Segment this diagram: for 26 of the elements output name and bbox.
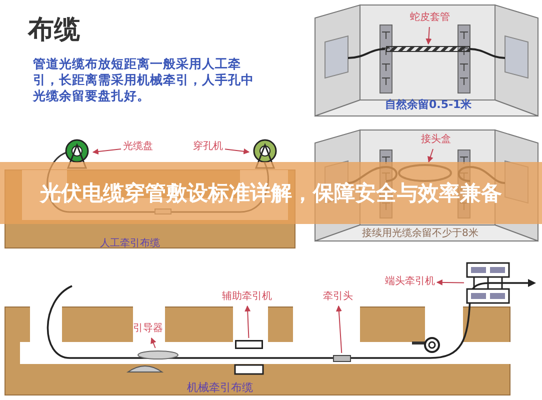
leader-arrow bbox=[224, 148, 250, 154]
callout-label: 端头牵引机 bbox=[385, 275, 435, 289]
leader-arrow bbox=[426, 26, 432, 45]
box bbox=[466, 262, 510, 304]
callout-label: 蛇皮套管 bbox=[410, 11, 450, 25]
caption: 接续用光缆余留不少于8米 bbox=[362, 226, 478, 240]
callout-label: 穿孔机 bbox=[193, 140, 223, 154]
caption: 机械牵引布缆 bbox=[187, 380, 253, 395]
description: 管道光缆布放短距离一般采用人工牵引，长距离需采用机械牵引，人手孔中光缆余留要盘扎好。 bbox=[33, 56, 255, 104]
heading: 布缆 bbox=[28, 14, 80, 47]
leader-arrow bbox=[244, 305, 251, 338]
leader-arrow bbox=[428, 148, 434, 163]
callout-label: 光缆盘 bbox=[123, 140, 153, 154]
leader-arrow bbox=[92, 148, 122, 155]
callout-label: 辅助牵引机 bbox=[222, 290, 272, 304]
leader-arrow bbox=[436, 279, 464, 286]
caption: 人工牵引布缆 bbox=[100, 237, 160, 250]
box bbox=[235, 340, 263, 349]
callout-label: 接头盒 bbox=[421, 133, 451, 147]
callout-label: 牵引头 bbox=[323, 290, 353, 304]
title: 光伏电缆穿管敷设标准详解，保障安全与效率兼备 bbox=[38, 180, 503, 206]
box bbox=[333, 355, 351, 362]
leader-arrow bbox=[150, 337, 156, 348]
leader-arrow bbox=[336, 305, 342, 354]
hose bbox=[386, 46, 470, 52]
caption: 自然余留0.5-1米 bbox=[385, 97, 472, 112]
